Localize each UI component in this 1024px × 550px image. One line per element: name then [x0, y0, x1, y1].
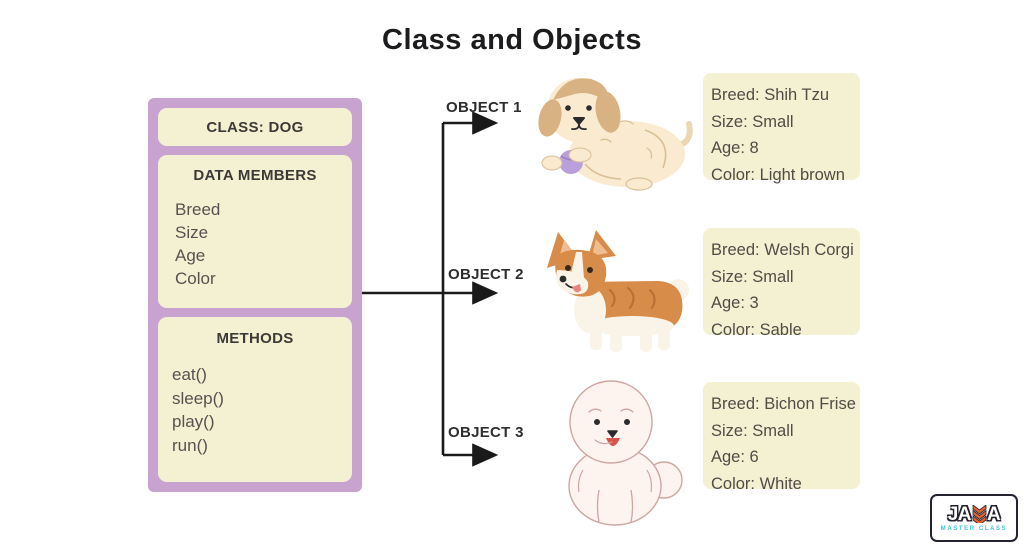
- object-3-label: OBJECT 3: [448, 424, 524, 441]
- info-line-size: Size: Small: [711, 267, 794, 286]
- method-item: run(): [172, 435, 208, 455]
- object-2-label: OBJECT 2: [448, 266, 524, 283]
- connector-arrows: [362, 111, 499, 467]
- info-line-size: Size: Small: [711, 112, 794, 131]
- methods-list: eat() sleep() play() run(): [158, 363, 352, 457]
- object-1-info-box: Breed: Shih Tzu Size: Small Age: 8 Color…: [703, 73, 860, 184]
- object-1-label: OBJECT 1: [446, 99, 522, 116]
- java-master-class-logo: JA A MASTER CLASS: [930, 494, 1018, 542]
- class-name-panel: CLASS: DOG: [158, 108, 352, 146]
- methods-panel: METHODS eat() sleep() play() run(): [158, 317, 352, 482]
- method-item: play(): [172, 412, 215, 431]
- logo-subtitle: MASTER CLASS: [940, 525, 1008, 532]
- info-line-color: Color: Sable: [711, 320, 802, 339]
- shih-tzu-illustration: [527, 62, 699, 197]
- logo-letters-left: JA: [947, 503, 972, 525]
- data-member-item: Color: [175, 269, 216, 288]
- welsh-corgi-illustration: [532, 226, 692, 356]
- info-line-breed: Breed: Bichon Frise: [711, 395, 856, 413]
- method-item: sleep(): [172, 388, 224, 408]
- info-line-color: Color: White: [711, 474, 802, 493]
- object-3-info-box: Breed: Bichon Frise Size: Small Age: 6 C…: [703, 382, 860, 493]
- class-box: CLASS: DOG DATA MEMBERS Breed Size Age C…: [148, 98, 362, 492]
- data-member-item: Breed: [175, 200, 221, 219]
- logo-word: JA A: [948, 505, 1001, 524]
- object-2-info-box: Breed: Welsh Corgi Size: Small Age: 3 Co…: [703, 228, 860, 339]
- info-line-color: Color: Light brown: [711, 165, 845, 184]
- info-line-breed: Breed: Welsh Corgi: [711, 241, 854, 259]
- info-line-size: Size: Small: [711, 421, 794, 440]
- class-name-label: CLASS: DOG: [206, 118, 304, 136]
- page-title: Class and Objects: [382, 24, 642, 56]
- data-member-item: Age: [175, 246, 206, 265]
- info-line-breed: Breed: Shih Tzu: [711, 86, 830, 104]
- data-members-list: Breed Size Age Color: [158, 198, 352, 290]
- info-line-age: Age: 8: [711, 139, 759, 157]
- data-members-panel: DATA MEMBERS Breed Size Age Color: [158, 155, 352, 308]
- bichon-frise-illustration: [547, 374, 693, 526]
- data-members-heading: DATA MEMBERS: [193, 167, 317, 184]
- logo-letters-right: A: [987, 503, 1001, 525]
- chevron-v-icon: [972, 505, 986, 523]
- info-line-age: Age: 6: [711, 448, 759, 466]
- method-item: eat(): [172, 365, 207, 384]
- methods-heading: METHODS: [216, 330, 294, 347]
- info-line-age: Age: 3: [711, 294, 759, 312]
- data-member-item: Size: [175, 223, 209, 242]
